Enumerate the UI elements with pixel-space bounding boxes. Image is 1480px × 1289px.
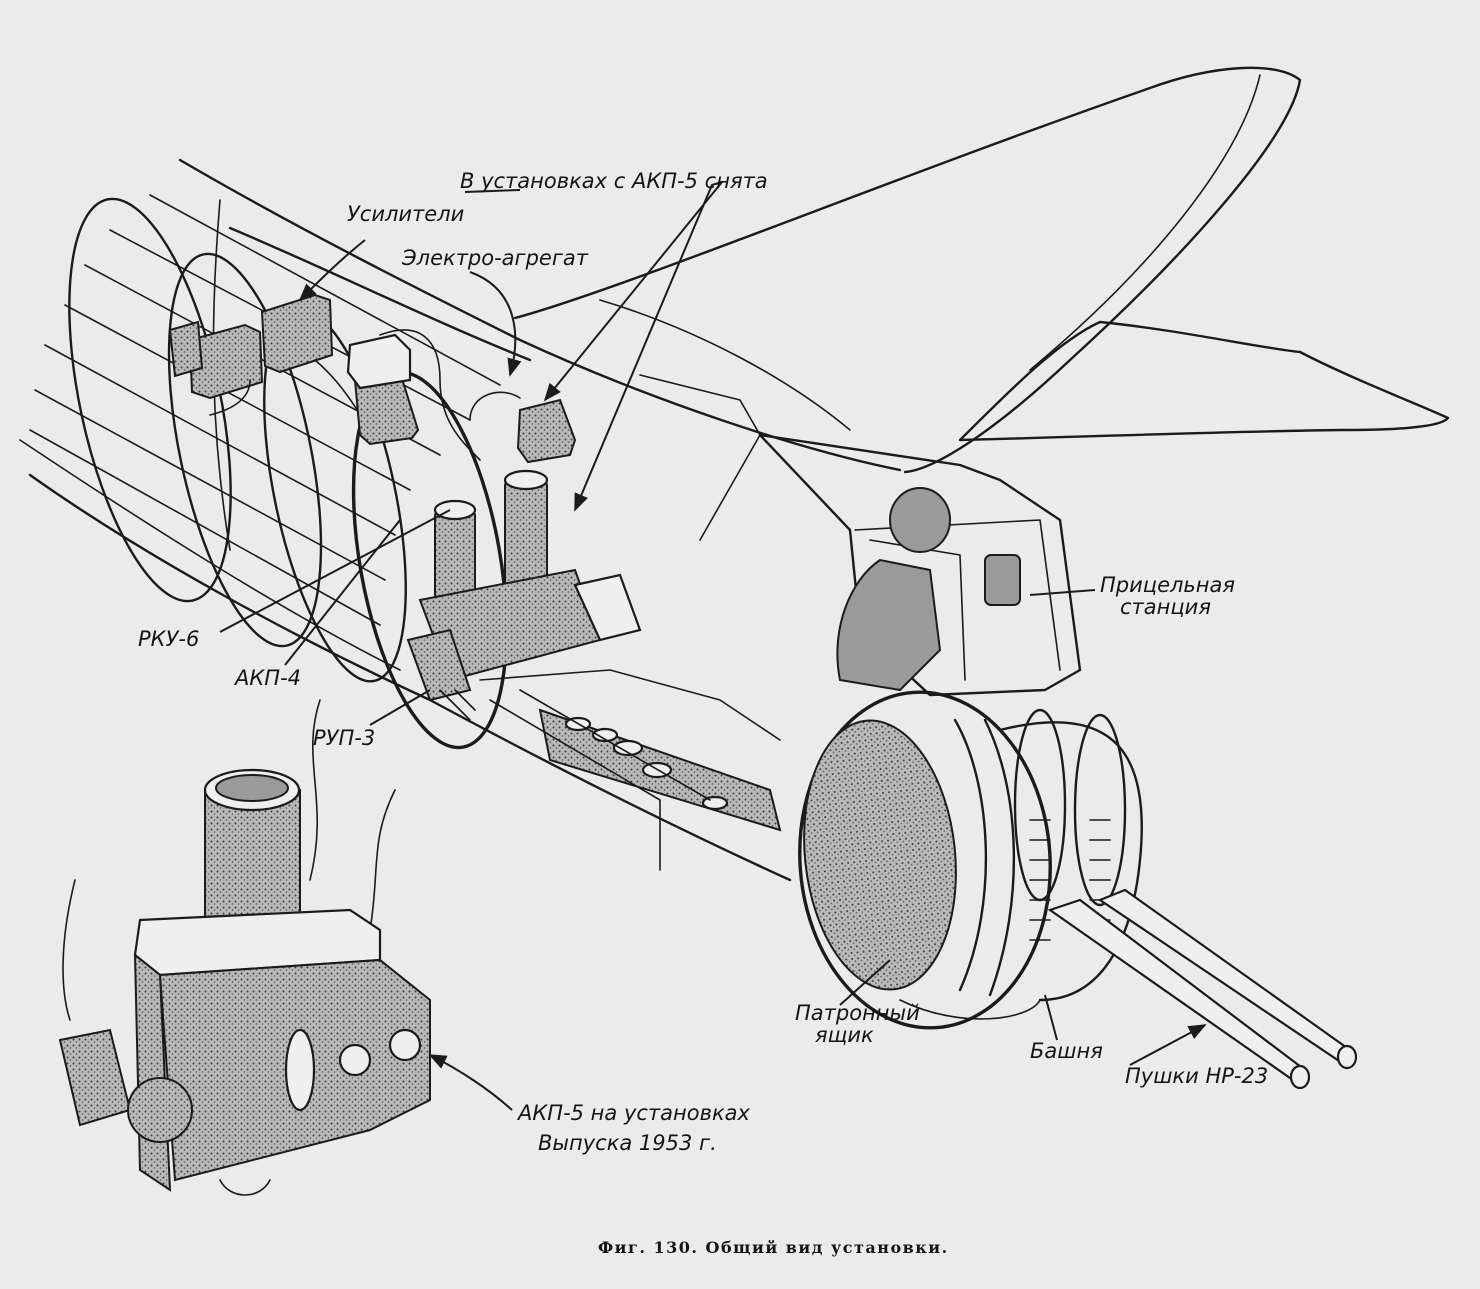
label-akp5-removed: В установках с АКП-5 снята [460,169,768,193]
label-ammo-box-2: ящик [815,1023,874,1047]
electro-unit [346,329,577,464]
label-sight-station-2: станция [1120,595,1211,619]
label-amplifiers: Усилители [347,202,464,226]
vertical-stabilizer [513,66,1302,474]
ammo-feed-rail [479,669,782,871]
label-rku6: РКУ-6 [138,627,199,651]
label-sight-station-1: Прицельная [1100,573,1235,597]
label-guns: Пушки НР-23 [1125,1064,1268,1088]
label-electro-unit: Электро-агрегат [401,246,589,270]
label-akp5-1953-2: Выпуска 1953 г. [538,1131,717,1155]
amplifier-units [168,293,381,441]
nr23-guns [1047,888,1358,1090]
label-turret: Башня [1030,1039,1103,1063]
turret [798,690,1143,1030]
fuselage-frame [19,158,902,882]
leader-lines [219,181,1207,1111]
gunner-cabin [639,374,1082,697]
label-ammo-box-1: Патронный [795,1001,920,1025]
akp4-assembly [406,469,642,721]
label-rup3: РУП-3 [313,726,375,750]
label-akp5-1953-1: АКП-5 на установках [516,1101,751,1125]
figure-caption: Фиг. 130. Общий вид установки. [598,1238,949,1257]
horizontal-stabilizer [958,320,1450,442]
label-akp4: АКП-4 [233,666,301,690]
akp5-unit-drawing [58,699,431,1196]
